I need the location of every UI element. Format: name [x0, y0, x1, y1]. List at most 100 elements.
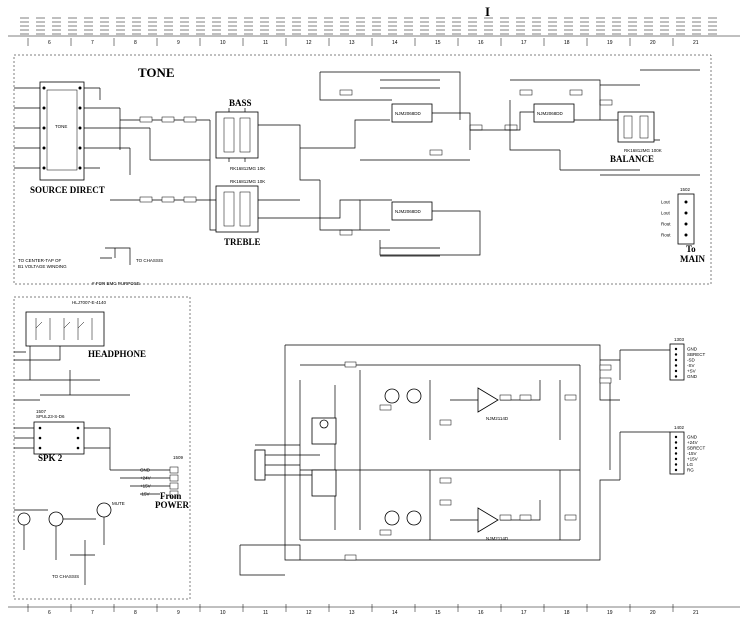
switch-pin	[78, 126, 82, 130]
ruler-top-number: 6	[48, 40, 51, 46]
switch-pin	[78, 86, 82, 90]
resistor	[469, 124, 483, 131]
connector-pin	[674, 468, 678, 472]
connector-pin-label: -15V	[687, 451, 697, 456]
resistor	[339, 89, 353, 96]
connector-pin-label: -SV	[687, 363, 695, 368]
opamp-u3: NJM2068DD	[533, 103, 575, 123]
spk-pin	[76, 426, 80, 430]
resistor	[183, 196, 197, 203]
to-chassis-note: TO CHASSIS	[136, 258, 163, 263]
to-main-pin	[684, 211, 688, 215]
connector-pin-label: RG	[687, 468, 694, 473]
connector-pin	[674, 347, 678, 351]
resistor	[439, 419, 452, 426]
ruler-top-number: 14	[392, 40, 398, 46]
ruler-bottom-number: 21	[693, 610, 699, 616]
to-main-pin-label: Lout	[661, 200, 671, 205]
switch-pin	[42, 106, 46, 110]
resistor	[139, 196, 153, 203]
headphone-title: HEADPHONE	[88, 349, 146, 359]
headphone-jack	[25, 311, 105, 347]
ruler-bottom-number: 7	[91, 610, 94, 616]
power-pin	[169, 490, 179, 498]
connector-pin-label: GND	[687, 374, 698, 379]
connector-pin	[674, 364, 678, 367]
tone-switch: TONE	[39, 81, 85, 181]
resistor	[429, 149, 443, 156]
resistor	[379, 529, 392, 536]
resistor	[344, 554, 357, 561]
emc-note: # FOR EMC PURPOSE	[92, 281, 140, 286]
resistor	[569, 89, 583, 96]
svg-text:TONE: TONE	[55, 124, 67, 129]
mute-label: MUTE	[112, 501, 125, 506]
from-power-title-1: From	[160, 491, 182, 501]
hp-jack-label: HLJ7007-E-4140	[72, 300, 107, 305]
center-tap-note: TO CENTER-TAP OF	[18, 258, 62, 263]
ruler-top-number: 19	[607, 40, 613, 46]
to-main-pin	[684, 233, 688, 237]
amp-u6: NJM2114D	[477, 507, 509, 541]
tone-title: TONE	[138, 65, 175, 80]
ruler-bottom-number: 9	[177, 610, 180, 616]
to-main-pin-label: Rout	[661, 222, 671, 227]
balance-pot-label: RK16812MG 100K	[624, 148, 662, 153]
resistor	[161, 116, 175, 123]
opamp-u2: NJM2068DD	[391, 201, 433, 221]
switch-pin	[78, 146, 82, 150]
to-main-title-2: MAIN	[680, 254, 705, 264]
ruler-bottom-number: 6	[48, 610, 51, 616]
ruler-top-number: 21	[693, 40, 699, 46]
ruler-top-number: 8	[134, 40, 137, 46]
input-connector	[254, 449, 266, 481]
resistor	[519, 89, 533, 96]
ruler-bottom-number: 17	[521, 610, 527, 616]
ruler-bottom-number: 16	[478, 610, 484, 616]
ruler-bottom-number: 12	[306, 610, 312, 616]
power-pin	[169, 466, 179, 474]
tone-board-outline	[13, 54, 712, 285]
switch-pin	[42, 126, 46, 130]
to-main-pin-label: Rout	[661, 233, 671, 238]
svg-text:NJM2114D: NJM2114D	[486, 536, 509, 541]
ruler-bottom-number: 10	[220, 610, 226, 616]
top-marker: I	[485, 4, 490, 19]
resistor	[439, 499, 452, 506]
resistor	[519, 514, 532, 521]
resistor	[499, 514, 512, 521]
resistor	[161, 196, 175, 203]
resistor	[439, 477, 452, 484]
connector-pin-label: +SV	[687, 369, 696, 374]
connector-pin-label: SBRECT	[687, 446, 706, 451]
right-conn-top-label: 1303	[674, 337, 685, 342]
ruler-top-number: 17	[521, 40, 527, 46]
right-conn-bottom-label: 1402	[674, 425, 685, 430]
switch-pin	[42, 146, 46, 150]
svg-text:NJM2068DD: NJM2068DD	[537, 111, 564, 116]
from-power-conn-label: 1509	[173, 455, 184, 460]
ruler-top-number: 10	[220, 40, 226, 46]
mute-transistor	[17, 502, 112, 527]
treble-title: TREBLE	[224, 237, 261, 247]
ruler-top-number: 11	[263, 40, 268, 46]
ruler-bottom-number: 11	[263, 610, 268, 616]
to-chassis-note-2: TO CHASSIS	[52, 574, 79, 579]
gain-switch	[311, 417, 337, 497]
connector-pin	[674, 353, 678, 356]
resistor	[379, 404, 392, 411]
resistor	[564, 514, 577, 521]
connector-pin	[674, 446, 678, 450]
top-partlist-band: I	[8, 4, 740, 37]
resistor	[599, 364, 612, 371]
treble-pot	[215, 185, 259, 233]
to-main-pin	[684, 200, 688, 204]
balance-title: BALANCE	[610, 154, 654, 164]
ruler-top-number: 9	[177, 40, 180, 46]
connector-pin-label: +15V	[687, 457, 698, 462]
